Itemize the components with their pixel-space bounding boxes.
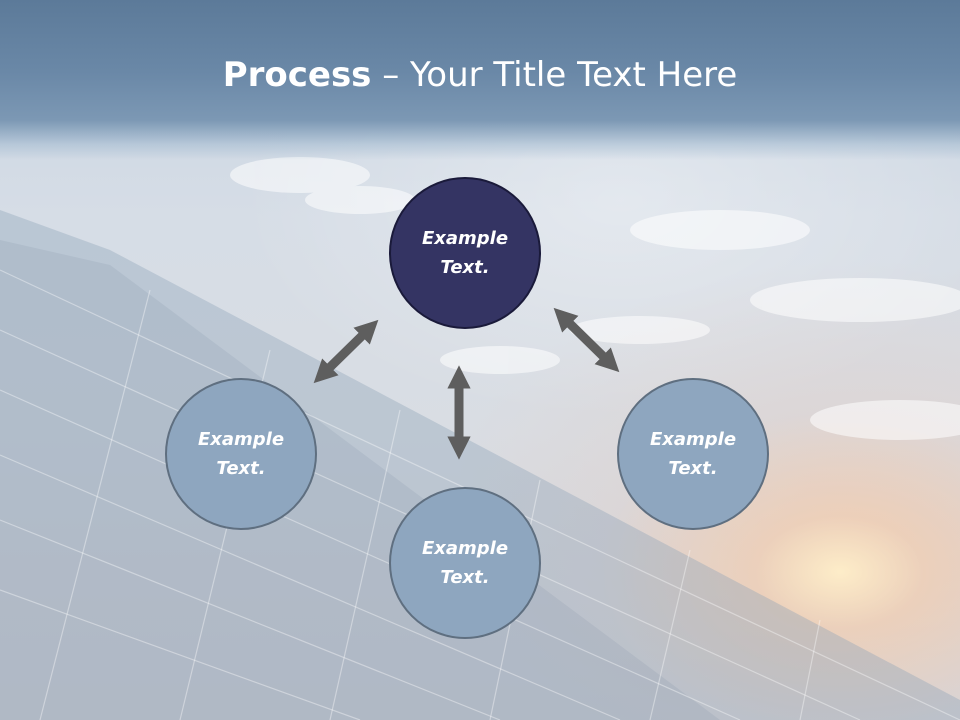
slide-title: Process – Your Title Text Here [0, 50, 960, 100]
process-node-left: Example Text. [165, 378, 317, 530]
process-node-bottom: Example Text. [389, 487, 541, 639]
title-band [0, 0, 960, 160]
title-rest-part: – Your Title Text Here [371, 55, 738, 95]
node-bottom-label: Example Text. [421, 538, 509, 588]
node-left-label: Example Text. [197, 429, 285, 479]
arrow-top-left-icon [313, 319, 379, 384]
process-node-right: Example Text. [617, 378, 769, 530]
node-top-label: Example Text. [421, 228, 509, 278]
node-right-label: Example Text. [649, 429, 737, 479]
title-bold-part: Process [222, 55, 372, 95]
arrow-top-right-icon [553, 307, 620, 373]
process-node-top: Example Text. [389, 177, 541, 329]
